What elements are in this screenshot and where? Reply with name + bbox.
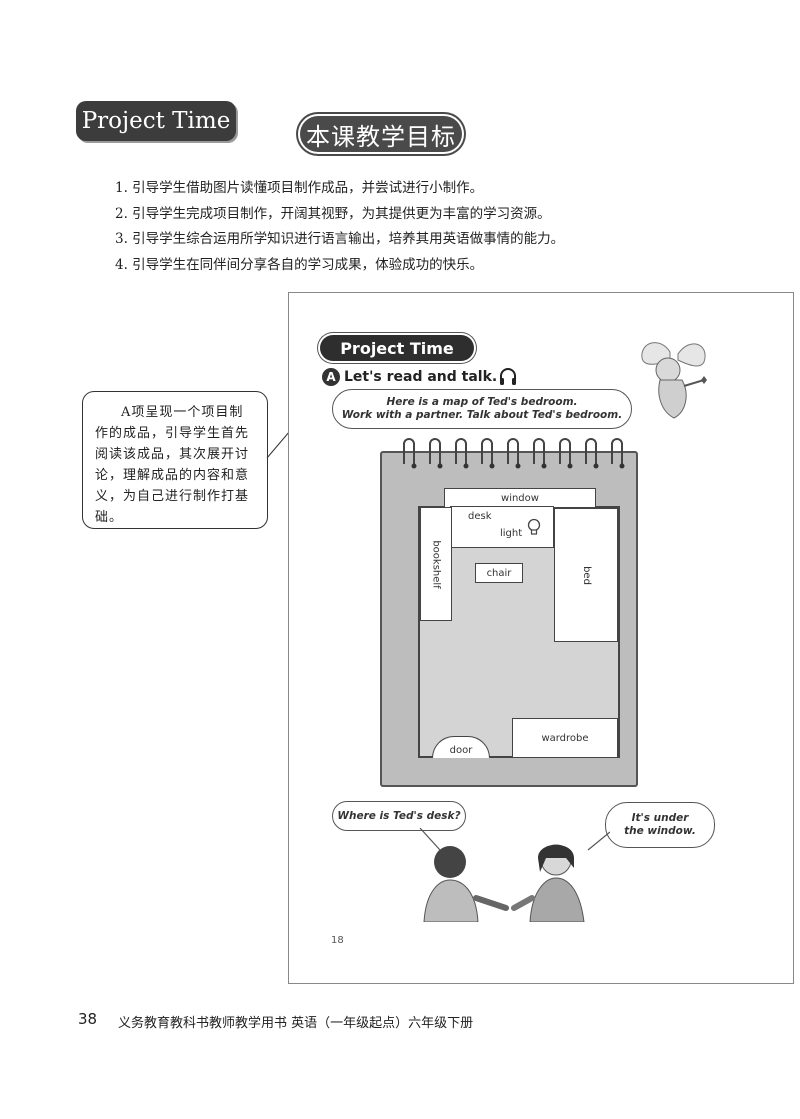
- objective-item: 2. 引导学生完成项目制作，开阔其视野，为其提供更为丰富的学习资源。: [115, 205, 551, 222]
- section-letter: A: [322, 368, 340, 386]
- spiral-binding: [403, 438, 625, 469]
- desk-label: desk: [468, 511, 492, 522]
- question-bubble: Where is Ted's desk?: [332, 801, 466, 831]
- map-wardrobe: wardrobe: [512, 718, 618, 758]
- chair-label: chair: [486, 567, 512, 579]
- objective-item: 1. 引导学生借助图片读懂项目制作成品，并尝试进行小制作。: [115, 180, 484, 196]
- textbook-project-time-badge: Project Time: [320, 335, 474, 361]
- book-title: 义务教育教科书教师教学用书 英语（一年级起点）六年级下册: [118, 1016, 474, 1031]
- answer-line-2: the window.: [624, 825, 696, 837]
- objectives-list: 1. 引导学生借助图片读懂项目制作成品，并尝试进行小制作。 2. 引导学生完成项…: [115, 176, 715, 278]
- instruction-bubble: Here is a map of Ted's bedroom. Work wit…: [332, 389, 632, 429]
- bookshelf-label: bookshelf: [430, 539, 442, 589]
- answer-line-1: It's under: [631, 812, 689, 824]
- page-number: 38: [78, 1010, 98, 1028]
- instruction-line-2: Work with a partner. Talk about Ted's be…: [341, 409, 623, 421]
- map-chair: chair: [475, 563, 523, 583]
- children-illustration: [419, 828, 610, 922]
- project-time-badge: Project Time: [76, 101, 236, 141]
- light-bulb-icon: [527, 518, 541, 535]
- map-bookshelf: bookshelf: [420, 507, 452, 621]
- objectives-title: 本课教学目标: [300, 116, 462, 152]
- map-bed: bed: [554, 508, 618, 642]
- instruction-line-1: Here is a map of Ted's bedroom.: [386, 396, 578, 408]
- map-window: window: [444, 488, 596, 508]
- teaching-note: A项呈现一个项目制作的成品，引导学生首先阅读该成品，其次展开讨论，理解成品的内容…: [82, 391, 268, 529]
- light-label: light: [500, 528, 523, 539]
- wardrobe-label: wardrobe: [541, 732, 589, 744]
- textbook-page-number: 18: [331, 935, 344, 946]
- window-label: window: [501, 492, 539, 504]
- section-title: Let's read and talk.: [344, 369, 498, 385]
- headphone-icon: [500, 368, 516, 385]
- fairy-illustration: [641, 342, 707, 419]
- bed-label: bed: [580, 565, 592, 585]
- answer-bubble: It's under the window.: [605, 802, 715, 848]
- objective-item: 3. 引导学生综合运用所学知识进行语言输出，培养其用英语做事情的能力。: [115, 231, 565, 247]
- door-label: door: [449, 745, 473, 756]
- objective-item: 4. 引导学生在同伴间分享各自的学习成果，体验成功的快乐。: [115, 256, 484, 273]
